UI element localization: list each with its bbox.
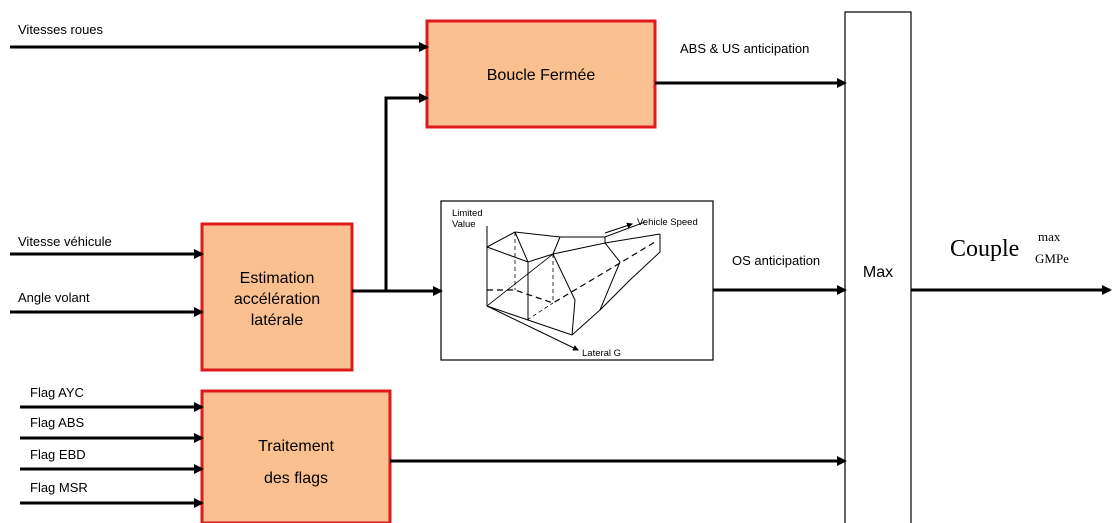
block-estimation: Estimation accélération latérale xyxy=(200,222,354,372)
block-estimation-line-2: accélération xyxy=(234,291,320,308)
output-couple-label: Couple xyxy=(950,236,1019,262)
lookup-map-graph: Limited Value Vehicle Speed Lateral G xyxy=(440,200,714,361)
block-max-label: Max xyxy=(863,264,893,281)
input-flag-abs: Flag ABS xyxy=(20,415,204,443)
map-vehicle-speed-label: Vehicle Speed xyxy=(637,217,698,228)
signal-os-label: OS anticipation xyxy=(732,253,820,268)
block-traitement-line-1: Traitement xyxy=(258,438,334,455)
input-vitesse-vehicule: Vitesse véhicule xyxy=(10,234,204,259)
input-flag-msr: Flag MSR xyxy=(20,480,204,508)
block-boucle-fermee: Boucle Fermée xyxy=(425,19,657,129)
map-limited-value-line-1: Limited xyxy=(452,208,483,219)
output-couple-superscript: max xyxy=(1038,229,1061,244)
map-limited-value-line-2: Value xyxy=(452,219,476,230)
connector-map-to-max: OS anticipation xyxy=(713,253,847,295)
input-flag-ebd-label: Flag EBD xyxy=(30,447,86,462)
block-estimation-line-1: Estimation xyxy=(240,270,315,287)
output-couple: Couple max GMPe xyxy=(911,229,1112,295)
input-vitesses-roues: Vitesses roues xyxy=(10,22,429,52)
output-couple-subscript: GMPe xyxy=(1035,251,1069,266)
input-flag-ayc-label: Flag AYC xyxy=(30,385,84,400)
block-traitement-line-2: des flags xyxy=(264,470,328,487)
block-estimation-line-3: latérale xyxy=(251,312,304,329)
input-flag-ayc: Flag AYC xyxy=(20,385,204,412)
input-vitesse-vehicule-label: Vitesse véhicule xyxy=(18,234,112,249)
input-angle-volant: Angle volant xyxy=(10,290,204,317)
map-lateral-g-label: Lateral G xyxy=(582,348,621,359)
input-vitesses-roues-label: Vitesses roues xyxy=(18,22,104,37)
connector-boucle-to-max: ABS & US anticipation xyxy=(655,41,847,88)
input-flag-ebd: Flag EBD xyxy=(20,447,204,474)
input-flag-msr-label: Flag MSR xyxy=(30,480,88,495)
block-max: Max xyxy=(844,11,912,523)
signal-abs-us-label: ABS & US anticipation xyxy=(680,41,809,56)
block-boucle-fermee-label: Boucle Fermée xyxy=(487,67,596,84)
block-traitement: Traitement des flags xyxy=(200,389,392,523)
connector-estimation-out xyxy=(352,93,443,296)
input-flag-abs-label: Flag ABS xyxy=(30,415,85,430)
input-angle-volant-label: Angle volant xyxy=(18,290,90,305)
